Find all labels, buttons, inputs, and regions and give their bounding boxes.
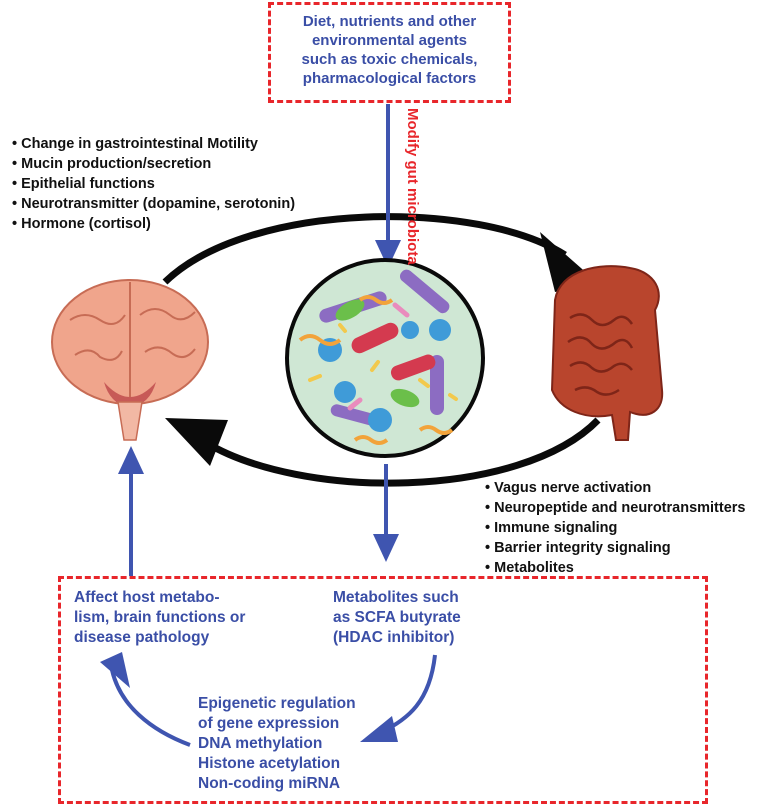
curve-epigenetic-head xyxy=(360,716,398,742)
brain-effects-list: Change in gastrointestinal Motility Muci… xyxy=(12,134,295,234)
effects-box xyxy=(58,576,708,804)
list-item: Metabolites xyxy=(485,558,745,578)
diet-box: Diet, nutrients and other environmental … xyxy=(268,2,511,103)
list-item: Neurotransmitter (dopamine, serotonin) xyxy=(12,194,295,214)
microbiota-icon xyxy=(285,258,485,458)
cycle-arc-bottom xyxy=(203,417,601,487)
list-item: Vagus nerve activation xyxy=(485,478,745,498)
gut-signals-list: Vagus nerve activation Neuropeptide and … xyxy=(485,478,745,578)
metabolites-text: Metabolites such as SCFA butyrate (HDAC … xyxy=(333,589,461,646)
diet-text: Diet, nutrients and other environmental … xyxy=(301,13,478,87)
arrow-brain-head xyxy=(118,446,144,474)
curve-host-head xyxy=(100,652,130,688)
epigenetic-text: Epigenetic regulation of gene expression… xyxy=(198,695,356,792)
brain-icon xyxy=(51,279,209,441)
list-item: Barrier integrity signaling xyxy=(485,538,745,558)
list-item: Neuropeptide and neurotransmitters xyxy=(485,498,745,518)
list-item: Epithelial functions xyxy=(12,174,295,194)
list-item: Change in gastrointestinal Motility xyxy=(12,134,295,154)
curve-epigenetic-to-host xyxy=(110,669,191,747)
list-item: Mucin production/secretion xyxy=(12,154,295,174)
list-item: Hormone (cortisol) xyxy=(12,214,295,234)
cycle-arc-top xyxy=(162,213,567,285)
host-effect-text: Affect host metabo- lism, brain function… xyxy=(74,589,246,646)
arrow-diet-head xyxy=(375,240,401,268)
intestine-icon xyxy=(550,265,664,441)
cycle-arrowhead-left xyxy=(165,418,228,466)
modify-gut-label: Modify gut microbiota xyxy=(404,108,421,265)
list-item: Immune signaling xyxy=(485,518,745,538)
arrow-metabolites-head xyxy=(373,534,399,562)
